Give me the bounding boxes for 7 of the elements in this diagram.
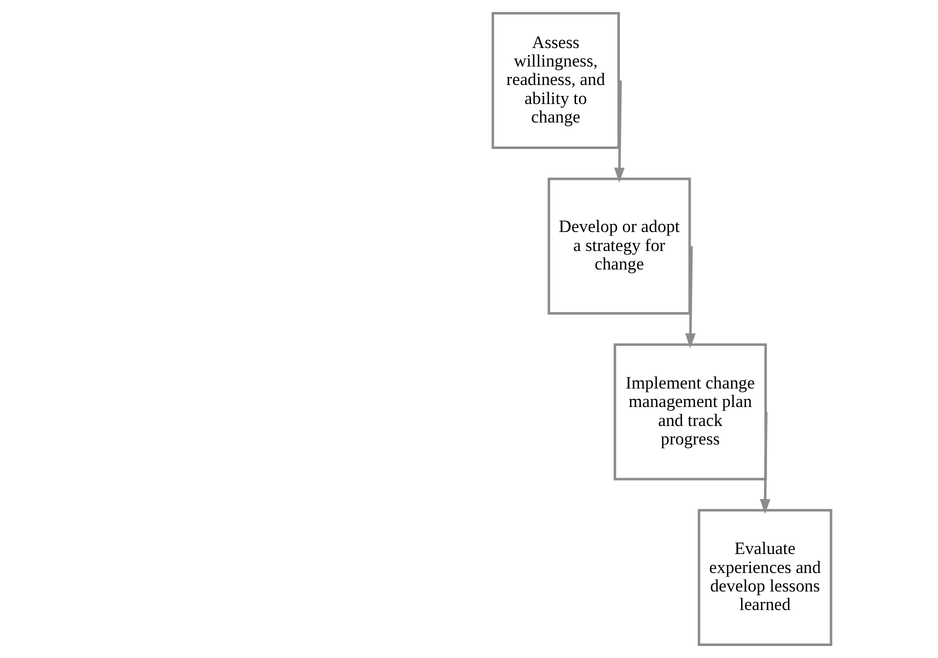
node-box: Assess willingness, readiness, and ability to change — [491, 12, 620, 150]
node-box: Develop or adopt a strategy for change — [547, 178, 690, 315]
node-box: Implement change management plan and track progress — [613, 343, 766, 480]
arrow — [614, 80, 624, 183]
arrow — [684, 246, 696, 348]
node-box: Evaluate experiences and develop lessons learned — [697, 508, 832, 646]
arrow — [759, 412, 770, 514]
